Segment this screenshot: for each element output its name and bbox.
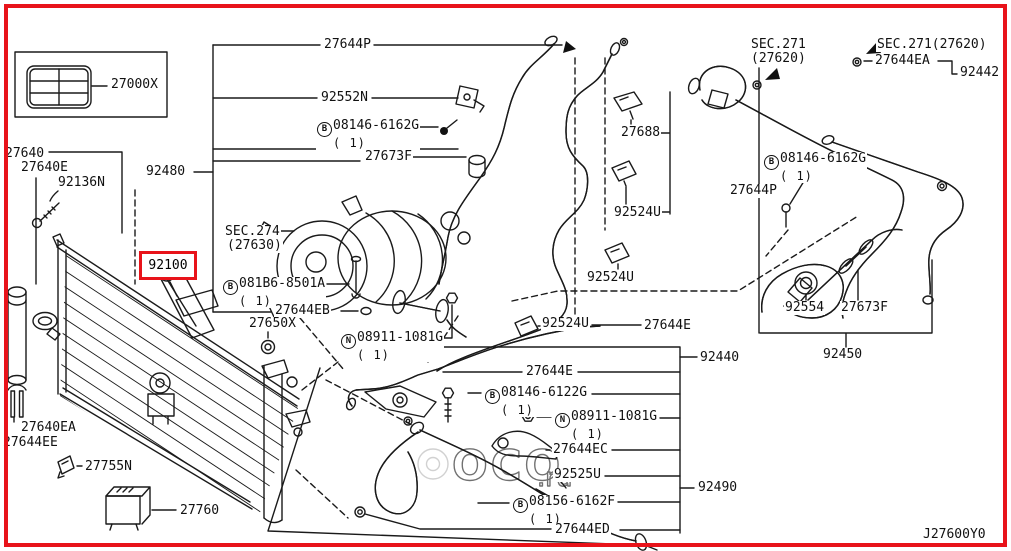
part-label-92524u-1[interactable]: 92524U [613, 205, 662, 220]
condenser-drawing [35, 151, 311, 524]
part-number: 08911-1081G [357, 330, 444, 345]
grommet-27650x-icon [260, 339, 276, 355]
part-label-92552n[interactable]: 92552N [320, 90, 369, 105]
part-label-27673f-1[interactable]: 27673F [364, 149, 413, 164]
part-label-27644e-1[interactable]: 27644E [643, 318, 692, 333]
receiver-drier-drawing [7, 286, 61, 423]
part-label-92442[interactable]: 92442 [959, 65, 1001, 80]
leader-lines-upper [193, 41, 576, 313]
part-number: 081B6-8501A [239, 276, 326, 291]
relay-27760-drawing [105, 486, 177, 531]
part-label-92100[interactable]: 92100 [148, 258, 188, 273]
part-label-92450[interactable]: 92450 [822, 347, 864, 362]
quantity: ( 1) [357, 349, 444, 362]
screw-92136n-icon [31, 190, 60, 229]
watermark: OCO .ru [417, 440, 573, 494]
b-circle-icon: B [223, 280, 238, 295]
part-label-92554[interactable]: 92554 [784, 300, 826, 315]
quantity: ( 1) [571, 428, 658, 441]
part-label-27640ea[interactable]: 27640EA [20, 420, 77, 435]
part-label-27000x[interactable]: 27000X [110, 77, 159, 92]
part-label-27650x[interactable]: 27650X [248, 316, 297, 331]
b-circle-icon: B [317, 122, 332, 137]
part-label-92524u-3[interactable]: 92524U [541, 316, 590, 331]
part-number: 08156-6162F [529, 494, 616, 509]
b-circle-icon: B [513, 498, 528, 513]
part-number: 08146-6162G [333, 118, 420, 133]
part-number: 08911-1081G [571, 409, 658, 424]
label-plate-drawing [14, 51, 168, 118]
section-label-sec271-2[interactable]: SEC.271(27620) [876, 37, 988, 52]
watermark-text: OCO [452, 441, 563, 490]
part-number: 08146-6162G [780, 151, 867, 166]
section-ref-27630[interactable]: (27630) [226, 238, 283, 253]
pipe-92440-drawing [436, 37, 671, 372]
part-label-27755n[interactable]: 27755N [84, 459, 133, 474]
right-pipes-drawing [687, 42, 964, 348]
dashed-reference-lines [134, 57, 859, 519]
b-circle-icon: B [764, 155, 779, 170]
part-label-27644p-top[interactable]: 27644P [323, 37, 372, 52]
part-label-92480[interactable]: 92480 [145, 164, 187, 179]
part-label-27644ea[interactable]: 27644EA [874, 53, 931, 68]
section-ref-27620[interactable]: (27620) [750, 51, 807, 66]
part-label-27688[interactable]: 27688 [620, 125, 662, 140]
part-label-92440[interactable]: 92440 [699, 350, 741, 365]
suction-hose-drawing [392, 35, 558, 339]
highlighted-part-box[interactable]: 92100 [139, 251, 197, 280]
section-label-sec274[interactable]: SEC.274 [224, 224, 281, 239]
part-label-27644eb[interactable]: 27644EB [274, 303, 331, 318]
part-label-27644p-2[interactable]: 27644P [729, 183, 778, 198]
quantity: ( 1) [780, 170, 867, 183]
drawing-code: J27600Y0 [922, 527, 987, 542]
part-label-92490[interactable]: 92490 [697, 480, 739, 495]
n-circle-icon: N [555, 413, 570, 428]
b-circle-icon: B [485, 389, 500, 404]
part-label-27640e[interactable]: 27640E [20, 160, 69, 175]
leader-lines-lower-right [364, 346, 698, 534]
part-number: 08146-6122G [501, 385, 588, 400]
part-label-27644e-2[interactable]: 27644E [525, 364, 574, 379]
part-label-27673f-2[interactable]: 27673F [840, 300, 889, 315]
clip-27755n-icon [57, 455, 83, 479]
part-label-27760[interactable]: 27760 [179, 503, 221, 518]
n-circle-icon: N [341, 334, 356, 349]
part-label-92136n[interactable]: 92136N [57, 175, 106, 190]
quantity: ( 1) [529, 513, 616, 526]
section-label-sec271-1[interactable]: SEC.271 [750, 37, 807, 52]
part-label-27644ec[interactable]: 27644EC [552, 442, 609, 457]
part-label-27640[interactable]: 27640 [4, 146, 46, 161]
part-label-92525u[interactable]: 92525U [553, 467, 602, 482]
part-label-27644ed[interactable]: 27644ED [554, 522, 611, 537]
quantity: ( 1) [333, 137, 420, 150]
part-label-92524u-2[interactable]: 92524U [586, 270, 635, 285]
part-label-27644ee[interactable]: 27644EE [2, 435, 59, 450]
